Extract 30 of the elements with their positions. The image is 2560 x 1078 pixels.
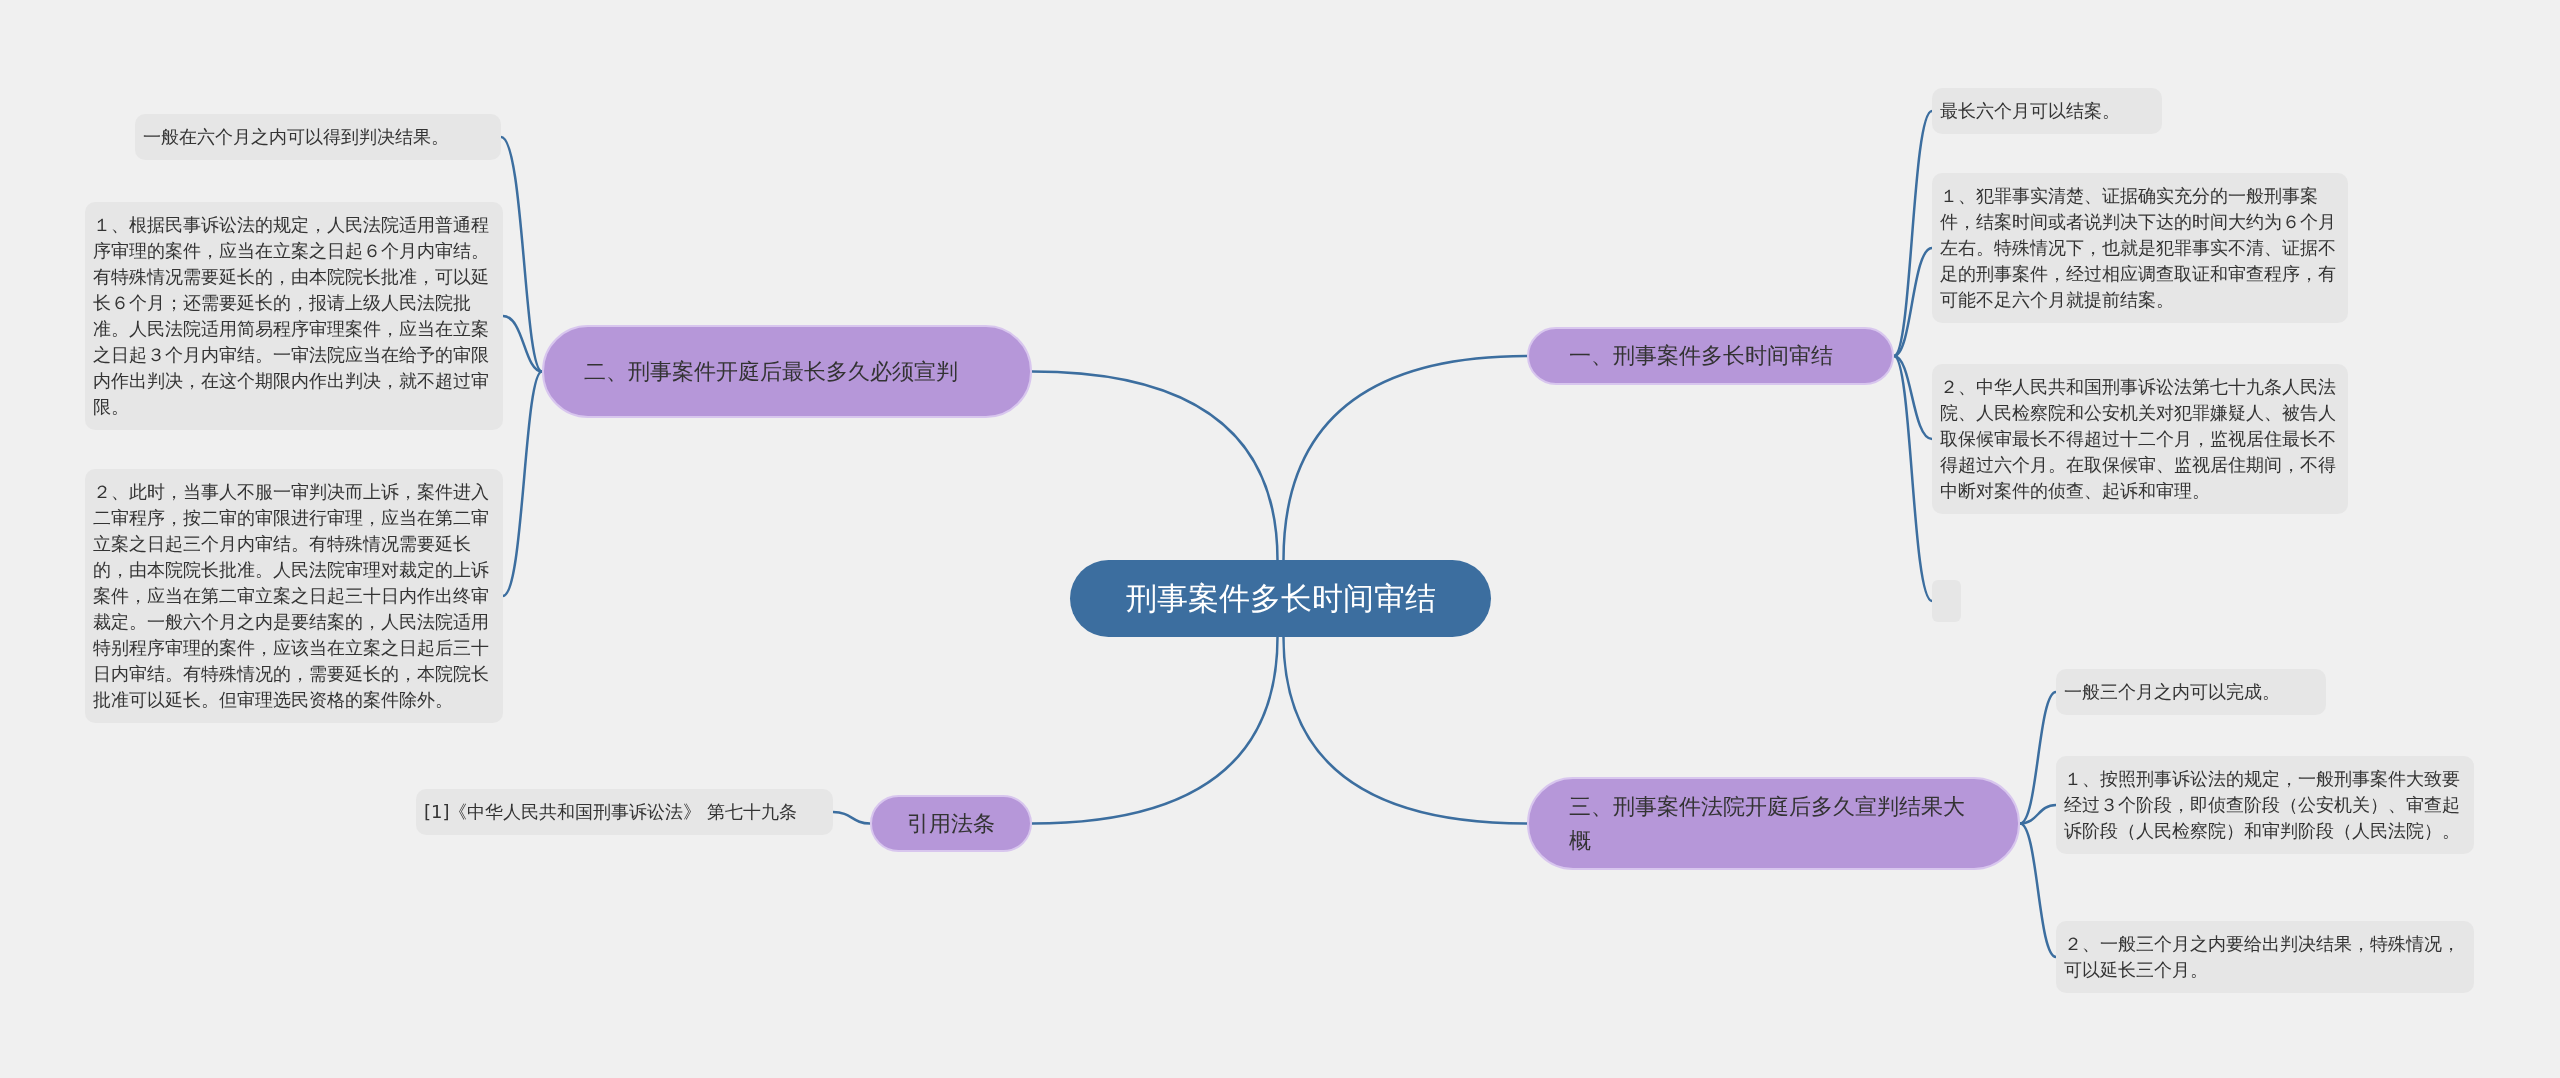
- branch-topic: 三、刑事案件法院开庭后多久宣判结果大概: [1527, 777, 2020, 870]
- connector-line: [1893, 110, 1933, 357]
- connector-line: [1893, 354, 1933, 441]
- connector-line: [502, 314, 543, 373]
- text-card: ２、一般三个月之内要给出判决结果，特殊情况，可以延长三个月。: [2056, 921, 2474, 993]
- citation-card: [1]《中华人民共和国刑事诉讼法》 第七十九条: [416, 789, 833, 835]
- text-card: ２、中华人民共和国刑事诉讼法第七十九条人民法院、人民检察院和公安机关对犯罪嫌疑人、被告人取保候审最长不得超过十二个月，监视居住最长不得超过六个月。在取保候审、监视居住期间，不得中断对案件的侦查、起诉和审理。: [1932, 364, 2348, 514]
- text-card: １、犯罪事实清楚、证据确实充分的一般刑事案件，结案时间或者说判决下达的时间大约为６个月左右。特殊情况下，也就是犯罪事实不清、证据不足的刑事案件，经过相应调查取证和审查程序，有可能不足六个月就提前结案。: [1932, 173, 2348, 323]
- connector-line: [500, 136, 543, 373]
- branch-topic: 一、刑事案件多长时间审结: [1527, 327, 1894, 385]
- connector-line: [1031, 636, 1279, 825]
- text-card: ２、此时，当事人不服一审判决而上诉，案件进入二审程序，按二审的审限进行审理，应当在第二审立案之日起三个月内审结。有特殊情况需要延长的，由本院院长批准。人民法院审理对裁定的上诉案件，应当在第二审立案之日起三十日内作出终审裁定。一般六个月之内是要结案的，人民法院适用特别程序审理的案件，应该当在立案之日起后三十日内审结。有特殊情况的，需要延长的，本院院长批准可以延长。但审理选民资格的案件除外。: [85, 469, 503, 723]
- branch-topic: 二、刑事案件开庭后最长多久必须宣判: [542, 325, 1032, 418]
- connector-line: [832, 810, 871, 825]
- central-topic: 刑事案件多长时间审结: [1070, 560, 1491, 637]
- text-card: １、根据民事诉讼法的规定，人民法院适用普通程序审理的案件，应当在立案之日起６个月内审结。有特殊情况需要延长的，由本院院长批准，可以延长６个月；还需要延长的，报请上级人民法院批准。人民法院适用简易程序审理案件，应当在立案之日起３个月内审结。一审法院应当在给予的审限内作出判决，在这个期限内作出判决，就不超过审限。: [85, 202, 503, 430]
- connector-line: [502, 370, 543, 597]
- connector-line: [2019, 822, 2057, 959]
- connector-line: [2019, 690, 2057, 825]
- empty-card: [1932, 580, 1961, 622]
- text-card: 一般三个月之内可以完成。: [2056, 669, 2326, 715]
- connector-line: [1031, 370, 1279, 561]
- connector-line: [1282, 636, 1528, 825]
- connector-line: [1893, 355, 1933, 602]
- text-card: 一般在六个月之内可以得到判决结果。: [135, 114, 501, 160]
- text-card: 最长六个月可以结案。: [1932, 88, 2162, 134]
- connector-line: [1282, 354, 1528, 561]
- connector-line: [1893, 246, 1933, 358]
- text-card: １、按照刑事诉讼法的规定，一般刑事案件大致要经过３个阶段，即侦查阶段（公安机关）、审查起诉阶段（人民检察院）和审判阶段（人民法院）。: [2056, 756, 2474, 854]
- branch-topic: 引用法条: [870, 795, 1032, 852]
